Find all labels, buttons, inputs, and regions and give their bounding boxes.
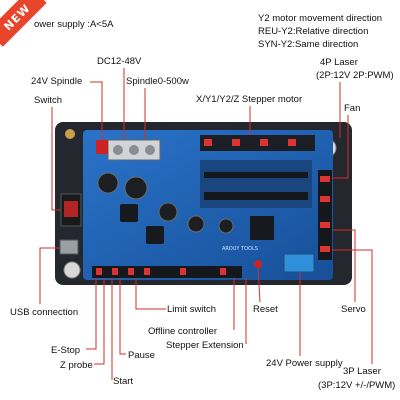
label-4p-laser-spec: (2P:12V 2P:PWM): [316, 70, 394, 81]
label-3p-laser-spec: (3P:12V +/-/PWM): [318, 380, 396, 391]
label-fan: Fan: [344, 103, 361, 114]
label-24v-power-supply: 24V Power supply: [266, 358, 343, 369]
usb-port: [59, 239, 79, 255]
label-reu-y2: REU-Y2:Relative direction: [258, 26, 369, 37]
label-24v-spindle: 24V Spindle: [31, 76, 83, 87]
label-pause: Pause: [128, 350, 155, 361]
mount-screw-icon: [63, 261, 81, 279]
label-y2-direction: Y2 motor movement direction: [258, 13, 383, 24]
brand-text: ARDUY TOOLS: [222, 246, 258, 252]
label-e-stop: E-Stop: [51, 345, 81, 356]
label-stepper-motor: X/Y1/Y2/Z Stepper motor: [196, 94, 303, 105]
label-stepper-extension: Stepper Extension: [166, 340, 244, 351]
mount-screw-icon: [65, 129, 75, 139]
label-usb-connection: USB connection: [10, 307, 79, 318]
stepper-driver-area: [200, 160, 312, 208]
label-offline-controller: Offline controller: [148, 326, 217, 337]
mcu-chip: [250, 216, 274, 240]
label-limit-switch: Limit switch: [167, 304, 217, 315]
reset-button: [254, 260, 262, 268]
label-syn-y2: SYN-Y2:Same direction: [258, 39, 359, 50]
label-4p-laser: 4P Laser: [320, 57, 358, 68]
label-switch: Switch: [34, 95, 62, 106]
label-reset: Reset: [253, 304, 278, 315]
label-3p-laser: 3P Laser: [343, 366, 381, 377]
power-terminal-24v: [283, 253, 315, 273]
label-dc12-48v: DC12-48V: [97, 56, 142, 67]
terminal-block-red: [96, 140, 108, 154]
label-power-supply: ower supply :A<5A: [34, 19, 114, 30]
stepper-connector-strip: [200, 135, 315, 151]
right-connector-strip: [318, 170, 332, 260]
label-spindle-power: Spindle0-500w: [126, 76, 189, 87]
label-servo: Servo: [341, 304, 366, 315]
label-z-probe: Z probe: [60, 360, 93, 371]
label-start: Start: [113, 376, 134, 387]
